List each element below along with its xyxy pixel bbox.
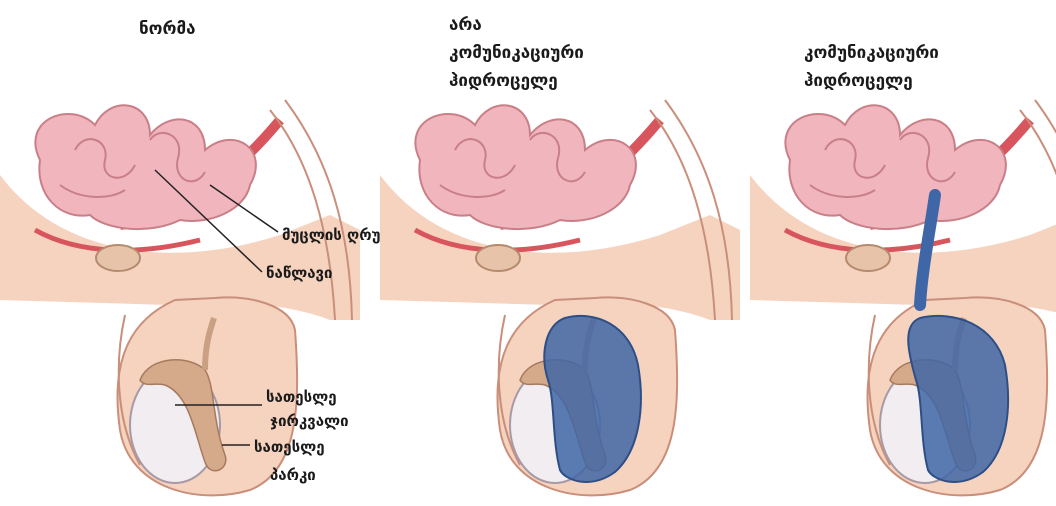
label-umbilical: მუცლის ღრუ: [282, 224, 380, 246]
label-testis-line1: სათესლე: [266, 386, 337, 408]
panel-communicating: [750, 100, 1056, 495]
panel-noncommunicating: [380, 100, 740, 495]
hydrocele-fluid: [544, 316, 641, 482]
title-normal: ნორმა: [139, 16, 196, 42]
title-communicating-line2: ჰიდროცელე: [804, 68, 913, 94]
intestine-loops: [785, 105, 1005, 229]
title-noncommunicating-line2: კომუნიკაციური: [449, 40, 584, 66]
intestine-loops: [35, 105, 255, 229]
label-testis-line2: ჯირკვალი: [270, 410, 349, 432]
title-noncommunicating-line3: ჰიდროცელე: [449, 68, 558, 94]
intestine-loops: [415, 105, 635, 229]
title-noncommunicating-line1: არა: [449, 12, 482, 38]
title-communicating-line1: კომუნიკაციური: [804, 40, 939, 66]
label-intestine: ნაწლავი: [266, 262, 332, 284]
label-scrotum-line2: პარკი: [270, 464, 316, 486]
label-scrotum-line1: სათესლე: [254, 436, 325, 458]
